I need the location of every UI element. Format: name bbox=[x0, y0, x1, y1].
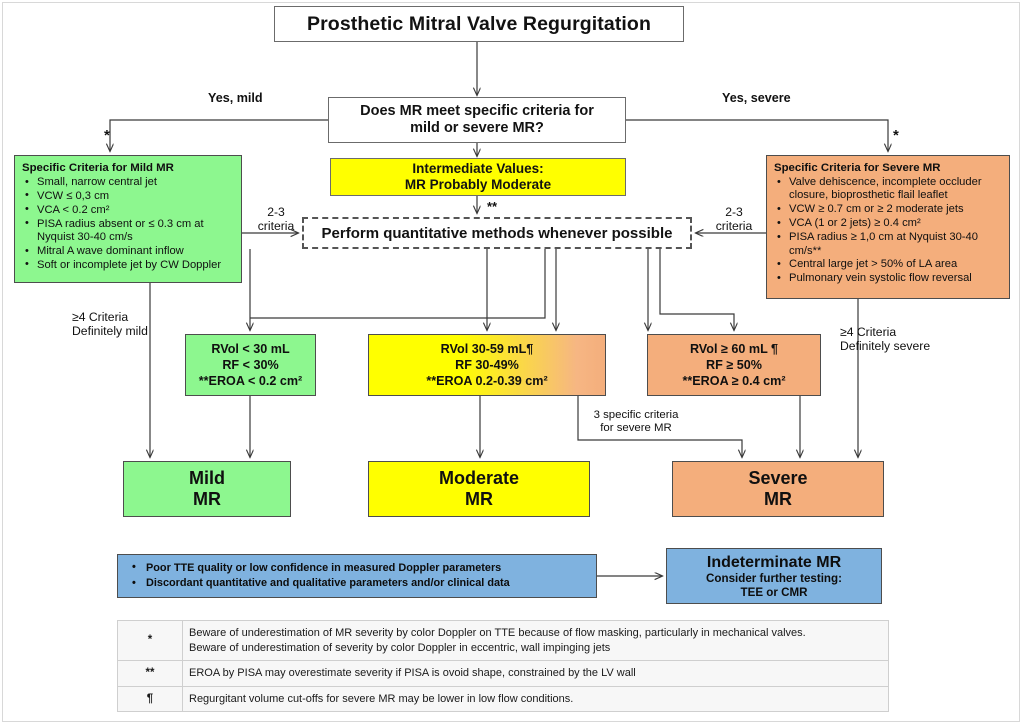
footnote-text: Regurgitant volume cut-offs for severe M… bbox=[189, 692, 574, 705]
indeterminate-sub1: Consider further testing: bbox=[706, 571, 842, 585]
mild-criteria-panel: Specific Criteria for Mild MR Small, nar… bbox=[14, 155, 242, 283]
list-item: Poor TTE quality or low confidence in me… bbox=[126, 560, 590, 576]
decision-node: Does MR meet specific criteria for mild … bbox=[328, 97, 626, 143]
result-mild-node: RVol < 30 mL RF < 30% **EROA < 0.2 cm² bbox=[185, 334, 316, 396]
edge-label-three-specific-criteria: 3 specific criteria for severe MR bbox=[593, 409, 679, 434]
title-text: Prosthetic Mitral Valve Regurgitation bbox=[307, 12, 651, 35]
severe-criteria-list: Valve dehiscence, incomplete occluder cl… bbox=[774, 176, 1004, 286]
outcome-moderate-label: Moderate MR bbox=[438, 468, 519, 509]
result-moderate-node: RVol 30-59 mL¶ RF 30-49% **EROA 0.2-0.39… bbox=[368, 334, 606, 396]
result-severe-rf: RF ≥ 50% bbox=[706, 358, 762, 372]
table-row: * Beware of underestimation of MR severi… bbox=[117, 620, 889, 661]
asterisk-right-marker: * bbox=[893, 127, 899, 144]
result-mild-rf: RF < 30% bbox=[222, 358, 279, 372]
list-item: Pulmonary vein systolic flow reversal bbox=[774, 272, 1004, 286]
result-moderate-rvol: RVol 30-59 mL¶ bbox=[440, 342, 534, 356]
indeterminate-reasons-list: Poor TTE quality or low confidence in me… bbox=[126, 560, 590, 592]
list-item: Discordant quantitative and qualitative … bbox=[126, 576, 590, 591]
footnote-symbol: ¶ bbox=[117, 686, 183, 712]
mild-criteria-heading: Specific Criteria for Mild MR bbox=[22, 162, 174, 174]
outcome-severe-label: Severe MR bbox=[748, 468, 808, 509]
result-severe-eroa: **EROA ≥ 0.4 cm² bbox=[682, 374, 786, 388]
list-item: Soft or incomplete jet by CW Doppler bbox=[22, 258, 236, 272]
indeterminate-reasons-panel: Poor TTE quality or low confidence in me… bbox=[117, 554, 597, 598]
result-moderate-rf: RF 30-49% bbox=[455, 358, 519, 372]
table-row: ¶ Regurgitant volume cut-offs for severe… bbox=[117, 686, 889, 712]
outcome-moderate-node: Moderate MR bbox=[368, 461, 590, 517]
severe-criteria-panel: Specific Criteria for Severe MR Valve de… bbox=[766, 155, 1010, 299]
mild-criteria-list: Small, narrow central jet VCW ≤ 0,3 cm V… bbox=[22, 175, 236, 273]
outcome-mild-node: Mild MR bbox=[123, 461, 291, 517]
double-asterisk-marker: ** bbox=[487, 199, 498, 214]
edge-label-definitely-mild: ≥4 Criteria Definitely mild bbox=[72, 310, 148, 338]
edge-label-definitely-severe: ≥4 Criteria Definitely severe bbox=[840, 325, 931, 353]
intermediate-values-node: Intermediate Values: MR Probably Moderat… bbox=[330, 158, 626, 196]
outcome-mild-label: Mild MR bbox=[189, 468, 225, 509]
edge-label-yes-mild: Yes, mild bbox=[208, 91, 263, 105]
list-item: VCA < 0.2 cm² bbox=[22, 203, 236, 217]
decision-text: Does MR meet specific criteria for mild … bbox=[360, 103, 594, 136]
list-item: VCW ≥ 0.7 cm or ≥ 2 moderate jets bbox=[774, 203, 1004, 217]
footnote-symbol: ** bbox=[117, 660, 183, 686]
list-item: Valve dehiscence, incomplete occluder cl… bbox=[774, 176, 1004, 203]
result-severe-node: RVol ≥ 60 mL ¶ RF ≥ 50% **EROA ≥ 0.4 cm² bbox=[647, 334, 821, 396]
result-mild-eroa: **EROA < 0.2 cm² bbox=[198, 374, 303, 388]
list-item: VCW ≤ 0,3 cm bbox=[22, 189, 236, 203]
list-item: PISA radius ≥ 1,0 cm at Nyquist 30-40 cm… bbox=[774, 231, 1004, 258]
result-mild-rvol: RVol < 30 mL bbox=[211, 342, 290, 356]
intermediate-text: Intermediate Values: MR Probably Moderat… bbox=[404, 161, 552, 192]
result-severe-rvol: RVol ≥ 60 mL ¶ bbox=[689, 342, 779, 356]
indeterminate-outcome-node: Indeterminate MR Consider further testin… bbox=[666, 548, 882, 604]
quantitative-methods-node: Perform quantitative methods whenever po… bbox=[302, 217, 692, 249]
page-title: Prosthetic Mitral Valve Regurgitation bbox=[274, 6, 684, 42]
list-item: VCA (1 or 2 jets) ≥ 0.4 cm² bbox=[774, 217, 1004, 231]
footnote-text: EROA by PISA may overestimate severity i… bbox=[189, 667, 636, 679]
list-item: Mitral A wave dominant inflow bbox=[22, 245, 236, 259]
edge-label-criteria-right: 2-3 criteria bbox=[715, 205, 753, 233]
severe-criteria-heading: Specific Criteria for Severe MR bbox=[774, 162, 941, 174]
indeterminate-sub2: TEE or CMR bbox=[740, 585, 808, 599]
table-row: ** EROA by PISA may overestimate severit… bbox=[117, 660, 889, 686]
edge-label-yes-severe: Yes, severe bbox=[722, 91, 791, 105]
list-item: PISA radius absent or ≤ 0.3 cm at Nyquis… bbox=[22, 217, 236, 245]
footnotes-table: * Beware of underestimation of MR severi… bbox=[117, 620, 889, 712]
list-item: Small, narrow central jet bbox=[22, 175, 236, 189]
asterisk-left-marker: * bbox=[104, 127, 110, 144]
edge-label-criteria-left: 2-3 criteria bbox=[257, 205, 295, 233]
list-item: Central large jet > 50% of LA area bbox=[774, 258, 1004, 272]
footnote-text: Beware of underestimation of MR severity… bbox=[189, 627, 806, 654]
indeterminate-heading: Indeterminate MR bbox=[706, 553, 842, 571]
outcome-severe-node: Severe MR bbox=[672, 461, 884, 517]
footnote-symbol: * bbox=[117, 620, 183, 661]
quantitative-text: Perform quantitative methods whenever po… bbox=[321, 224, 673, 242]
result-moderate-eroa: **EROA 0.2-0.39 cm² bbox=[426, 374, 548, 388]
